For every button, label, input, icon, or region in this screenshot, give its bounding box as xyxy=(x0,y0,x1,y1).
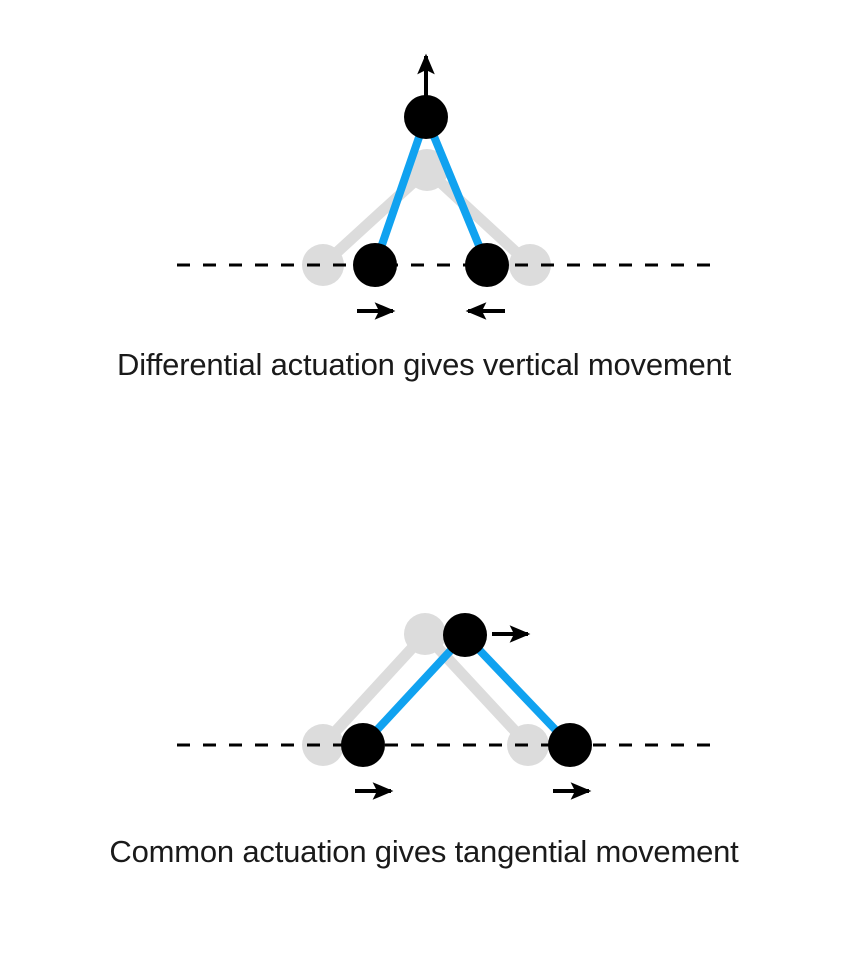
active-node-apex[interactable] xyxy=(404,95,448,139)
ghost-link-right xyxy=(419,628,534,751)
active-link-right[interactable] xyxy=(462,632,573,748)
active-linkage-differential xyxy=(371,115,491,267)
ghost-node-right xyxy=(509,244,551,286)
active-linkage-common xyxy=(360,632,573,748)
active-node-right[interactable] xyxy=(548,723,592,767)
ghost-link-left xyxy=(317,164,433,271)
ghost-link-left xyxy=(317,628,431,751)
active-link-right[interactable] xyxy=(422,115,491,267)
active-node-apex[interactable] xyxy=(443,613,487,657)
active-link-left[interactable] xyxy=(371,115,430,267)
ghost-linkage-common xyxy=(302,613,549,766)
ghost-node-left xyxy=(302,244,344,286)
ghost-node-apex xyxy=(404,613,446,655)
ghost-link-right xyxy=(421,164,536,271)
ghost-linkage-differential xyxy=(302,149,551,286)
active-node-right[interactable] xyxy=(465,243,509,287)
ghost-node-apex xyxy=(406,149,448,191)
active-node-left[interactable] xyxy=(353,243,397,287)
panel-caption-common: Common actuation gives tangential moveme… xyxy=(109,834,739,869)
panel-common: Common actuation gives tangential moveme… xyxy=(109,613,739,869)
panel-differential: Differential actuation gives vertical mo… xyxy=(117,53,732,382)
ghost-node-left xyxy=(302,724,344,766)
active-link-left[interactable] xyxy=(360,632,468,748)
panel-caption-differential: Differential actuation gives vertical mo… xyxy=(117,347,732,382)
active-node-left[interactable] xyxy=(341,723,385,767)
